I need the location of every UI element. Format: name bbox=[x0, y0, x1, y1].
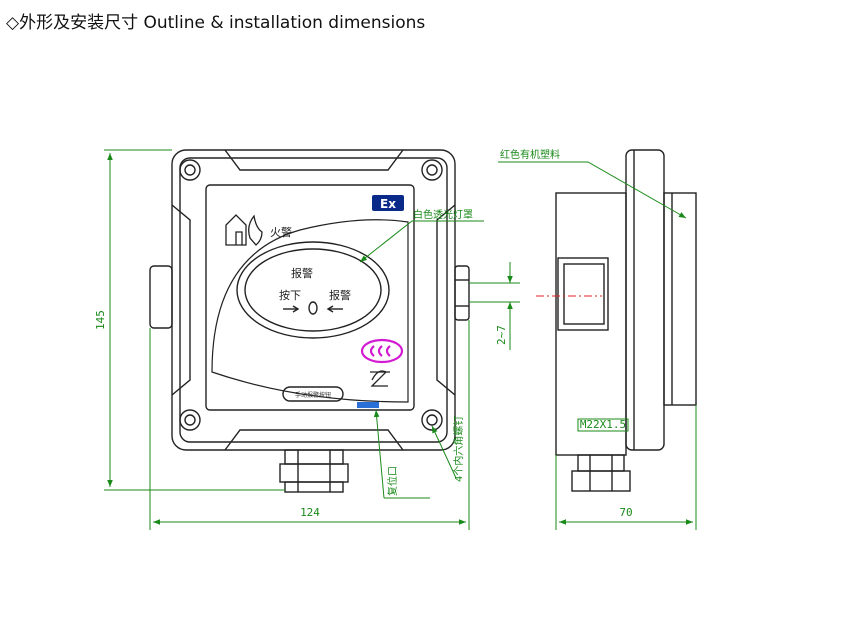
label-white-lamp: 白色透光灯罩 bbox=[413, 208, 473, 221]
dim-thread: M22X1.5 bbox=[580, 418, 626, 431]
bottom-gland bbox=[284, 449, 344, 465]
certification-logo-icon bbox=[360, 338, 404, 364]
ex-badge bbox=[372, 195, 404, 211]
label-reset: 复位口 bbox=[386, 466, 399, 496]
alarm-text-right: 报警 bbox=[329, 288, 351, 302]
dim-gap: 2~7 bbox=[495, 325, 508, 345]
reset-slot bbox=[357, 402, 379, 408]
left-boss bbox=[149, 265, 173, 329]
dim-width-front: 124 bbox=[300, 506, 320, 519]
side-gland bbox=[577, 454, 625, 472]
ex-mark: Ex bbox=[380, 197, 396, 211]
label-screws: 4个内六角螺钉 bbox=[452, 416, 465, 482]
nameplate bbox=[282, 386, 344, 402]
side-view bbox=[555, 149, 697, 492]
dim-width-side: 70 bbox=[619, 506, 632, 519]
fire-alarm-text: 火警 bbox=[270, 225, 292, 239]
page-title: ◇外形及安装尺寸 Outline & installation dimensio… bbox=[6, 13, 426, 33]
face-plate bbox=[205, 184, 415, 411]
nameplate-text: 手动报警按钮 bbox=[295, 391, 331, 399]
alarm-text-top: 报警 bbox=[291, 266, 313, 280]
fire-building-icon bbox=[225, 214, 263, 246]
housing-outer bbox=[171, 149, 456, 451]
lamp-window bbox=[236, 241, 390, 339]
side-cover bbox=[663, 192, 697, 406]
right-boss bbox=[454, 265, 470, 321]
dim-height: 145 bbox=[94, 310, 107, 330]
dimension-lines bbox=[104, 149, 697, 530]
label-red-plastic: 红色有机塑料 bbox=[500, 148, 560, 161]
maker-mark-icon bbox=[370, 370, 390, 387]
front-view bbox=[149, 149, 470, 493]
press-down-text: 按下 bbox=[279, 288, 301, 302]
